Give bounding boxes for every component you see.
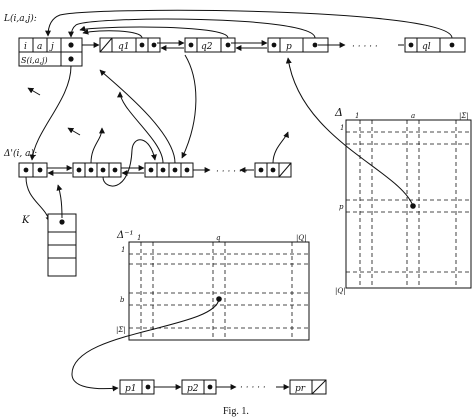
L-list-arrows xyxy=(45,9,453,51)
Dinv-left-tick-sigma: |Σ| xyxy=(116,326,126,334)
P-item-p2: p2 xyxy=(187,384,199,394)
L-item-p: p xyxy=(286,42,292,52)
Dinv-left-tick-b: b xyxy=(120,296,125,304)
Dprime-node-2 xyxy=(144,162,194,178)
S-label: S(i,a,j) xyxy=(21,56,48,65)
Delta-inv-label: Δ⁻¹ xyxy=(116,230,134,241)
L-header-record: i a j S(i,a,j) xyxy=(18,37,83,67)
Dprime-head xyxy=(18,162,48,178)
Delta-prime-label: Δ'(i, a): xyxy=(3,148,37,159)
Dinv-left-tick-1: 1 xyxy=(121,246,125,254)
K-arrow xyxy=(25,176,52,223)
P-item-pr: pr xyxy=(295,384,306,394)
L-cell-i: i xyxy=(24,42,27,52)
Dinv-top-tick-Q: |Q| xyxy=(296,234,306,242)
arrow-up-left-2 xyxy=(67,127,81,136)
P-list-ellipsis: · · · · · xyxy=(240,383,266,393)
L-item-q2: q2 xyxy=(201,42,213,52)
L-list-node-3: p xyxy=(267,37,329,53)
Delta-inv-matrix xyxy=(128,241,310,341)
arrow-up-left xyxy=(27,87,41,96)
Dprime-ellipsis: · · · · · · xyxy=(216,167,248,177)
Dprime-arrows xyxy=(47,54,289,187)
Dprime-node-last xyxy=(254,162,292,178)
Dprime-node-1 xyxy=(72,162,122,178)
Delta-matrix xyxy=(345,119,472,289)
L-list-node-last: ql xyxy=(404,37,466,53)
L-cell-j: j xyxy=(49,42,54,52)
figure-caption: Fig. 1. xyxy=(223,406,249,417)
P-list-node-1: p1 xyxy=(119,379,155,395)
L-item-ql: ql xyxy=(422,42,431,52)
Delta-top-tick-a: a xyxy=(411,112,415,120)
Delta-top-tick-1: 1 xyxy=(355,112,359,120)
L-list-node-1: q1 xyxy=(99,37,161,53)
Delta-left-tick-1: 1 xyxy=(340,124,344,132)
Delta-left-tick-p: p xyxy=(339,203,344,211)
Delta-top-tick-sigma: |Σ| xyxy=(459,112,469,120)
Delta-to-p-arrow xyxy=(285,57,414,207)
L-cell-a: a xyxy=(37,42,42,52)
P-list-node-last: pr xyxy=(289,379,327,395)
Dinv-to-P-arrow xyxy=(71,298,220,392)
Dinv-top-tick-q: q xyxy=(216,234,221,242)
K-up-arrow xyxy=(56,184,63,219)
P-list-node-2: p2 xyxy=(181,379,217,395)
K-stack xyxy=(47,213,77,277)
L-item-q1: q1 xyxy=(118,42,130,52)
L-list-ellipsis: · · · · · xyxy=(352,42,378,52)
K-label: K xyxy=(21,215,30,226)
Dinv-top-tick-1: 1 xyxy=(137,234,141,242)
Delta-left-tick-Q: |Q| xyxy=(335,287,345,295)
P-item-p1: p1 xyxy=(125,384,137,394)
S-pointer-arrow xyxy=(29,65,72,161)
L-label: L(i,a,j): xyxy=(3,13,37,24)
Delta-label: Δ xyxy=(334,106,343,119)
L-list-node-2: q2 xyxy=(184,37,236,53)
